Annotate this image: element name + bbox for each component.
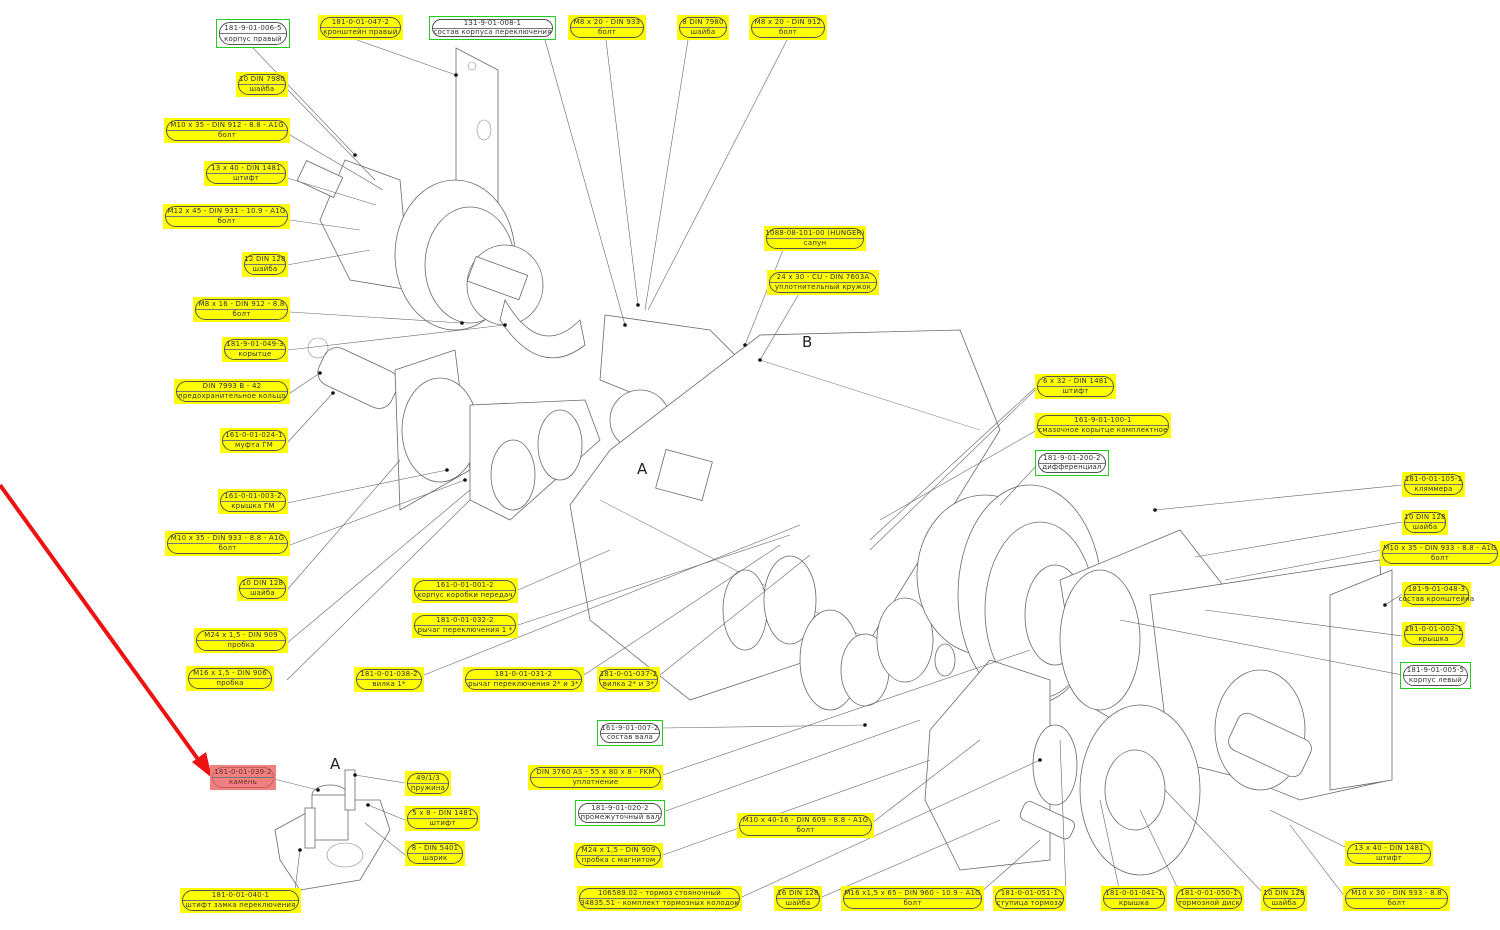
gm-cover — [394, 349, 601, 521]
right-housing — [296, 159, 586, 359]
view-label-b: B — [802, 333, 813, 351]
leader-lines — [252, 39, 1403, 898]
view-label-a-detail: A — [330, 755, 341, 773]
highlight-arrow — [0, 483, 212, 778]
brake-assembly — [924, 659, 1201, 876]
view-label-a: A — [637, 460, 648, 478]
callout-part[interactable]: 1088-08-101-00 (HUNGER)сапун — [764, 226, 866, 251]
leader-dots — [298, 73, 1387, 852]
left-housing — [1059, 529, 1393, 801]
coupling-sleeve — [307, 337, 399, 409]
detail-view-a — [274, 769, 391, 891]
gearbox-housing — [569, 329, 1001, 701]
gear-train — [722, 555, 956, 711]
